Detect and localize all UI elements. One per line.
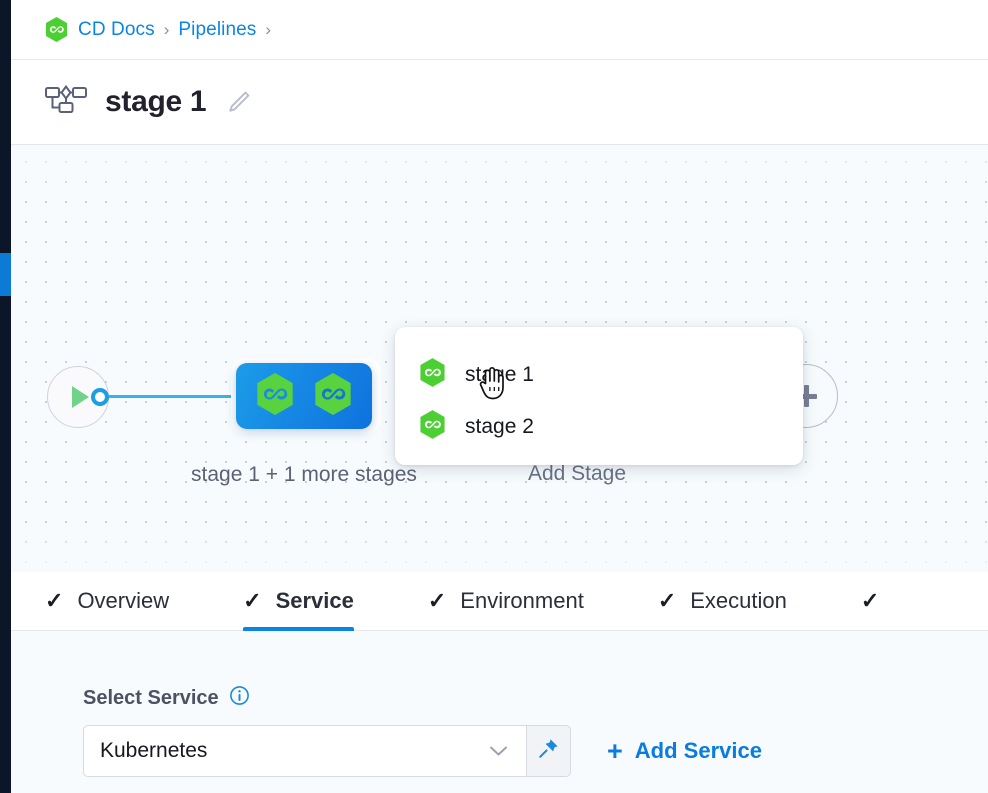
pin-button[interactable]	[526, 725, 571, 777]
popup-item-stage-1[interactable]: stage 1	[395, 349, 803, 401]
service-select[interactable]: Kubernetes	[83, 725, 526, 777]
breadcrumb: CD Docs › Pipelines ›	[44, 16, 271, 43]
harness-hex-icon	[418, 357, 447, 393]
harness-hex-icon	[418, 409, 447, 445]
harness-hex-icon	[312, 371, 354, 422]
pin-icon	[537, 737, 560, 765]
service-select-wrap: Kubernetes	[83, 725, 571, 777]
tab-service[interactable]: ✓ Service	[243, 572, 388, 631]
check-icon: ✓	[243, 588, 262, 613]
left-nav-rail	[0, 0, 11, 793]
popup-item-stage-2[interactable]: stage 2	[395, 401, 803, 453]
tab-label: Environment	[460, 588, 584, 613]
breadcrumb-item-pipelines[interactable]: Pipelines	[178, 18, 257, 40]
page-header: stage 1	[11, 60, 988, 145]
pipeline-edge	[106, 395, 238, 398]
tab-environment[interactable]: ✓ Environment	[428, 572, 618, 630]
check-icon: ✓	[45, 588, 64, 613]
stage-tabs: ✓ Overview ✓ Service ✓ Environment ✓ Exe…	[11, 572, 988, 631]
add-service-label: Add Service	[634, 738, 762, 763]
harness-hex-icon	[44, 16, 69, 43]
service-select-value: Kubernetes	[100, 739, 208, 762]
left-nav-rail-active-indicator[interactable]	[0, 253, 11, 296]
popup-item-label: stage 2	[465, 415, 534, 438]
stage-group-node-label: stage 1 + 1 more stages	[191, 463, 417, 486]
tab-advanced[interactable]: ✓	[861, 572, 927, 630]
stage-select-popup: stage 1 stage 2	[395, 327, 803, 465]
tab-label: Service	[275, 588, 354, 613]
check-icon: ✓	[657, 588, 677, 613]
add-service-button[interactable]: + Add Service	[607, 735, 762, 766]
select-service-label: Select Service	[83, 686, 219, 709]
pipeline-flow-icon	[45, 83, 87, 122]
chevron-down-icon	[489, 739, 508, 763]
chevron-right-icon: ›	[163, 19, 170, 39]
chevron-right-icon: ›	[265, 19, 272, 39]
tab-label: Execution	[690, 588, 787, 613]
add-stage-label: Add Stage	[527, 462, 627, 485]
select-service-label-row: Select Service	[83, 685, 988, 711]
service-select-row: Kubernetes	[83, 725, 988, 777]
check-icon: ✓	[427, 588, 447, 613]
service-form: Select Service Kubernetes	[11, 631, 988, 793]
plus-icon: +	[607, 735, 623, 766]
tab-execution[interactable]: ✓ Execution	[658, 572, 821, 630]
page-title: stage 1	[105, 85, 207, 118]
stage-group-node[interactable]	[236, 363, 372, 429]
start-node-port[interactable]	[91, 388, 109, 406]
pointer-hand-cursor	[477, 366, 507, 405]
tab-label: Overview	[77, 588, 170, 613]
check-icon: ✓	[860, 588, 880, 613]
play-icon	[71, 386, 89, 408]
info-icon[interactable]	[229, 685, 250, 711]
pencil-icon[interactable]	[224, 87, 254, 117]
breadcrumb-bar: CD Docs › Pipelines ›	[11, 0, 988, 60]
harness-hex-icon	[254, 371, 296, 422]
breadcrumb-item-cd-docs[interactable]: CD Docs	[78, 18, 155, 40]
tab-overview[interactable]: ✓ Overview	[45, 572, 203, 630]
